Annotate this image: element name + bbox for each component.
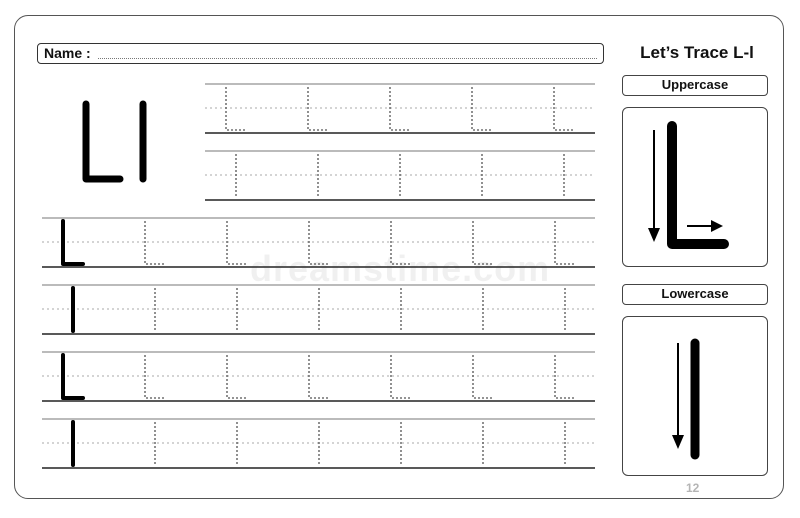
uppercase-label: Uppercase: [622, 75, 768, 96]
lowercase-stroke-guide: [622, 316, 768, 476]
dotted-uppercase-l: [390, 355, 411, 399]
tracing-rows: [42, 83, 595, 469]
name-field[interactable]: Name :: [37, 43, 604, 64]
dotted-uppercase-l: [472, 355, 493, 399]
name-label: Name :: [44, 45, 91, 61]
solid-uppercase-l: [61, 353, 85, 400]
name-dotted-line: [98, 58, 597, 59]
uppercase-l-guide-icon: [648, 121, 729, 249]
lowercase-l-guide-icon: [672, 338, 700, 460]
dotted-uppercase-l: [144, 221, 165, 265]
page-number: 12: [686, 481, 700, 495]
dotted-uppercase-l: [308, 355, 329, 399]
dotted-uppercase-l: [471, 87, 492, 131]
dotted-uppercase-l: [554, 355, 575, 399]
dotted-uppercase-l: [225, 87, 246, 131]
watermark: dreamstime.com: [250, 248, 551, 289]
dotted-uppercase-l: [472, 221, 493, 265]
lowercase-label: Lowercase: [622, 284, 768, 305]
model-uppercase-l: [82, 100, 124, 183]
model-letters: [82, 100, 147, 183]
dotted-uppercase-l: [226, 355, 247, 399]
solid-uppercase-l: [61, 219, 85, 266]
dotted-uppercase-l: [307, 87, 328, 131]
dotted-uppercase-l: [389, 87, 410, 131]
dotted-uppercase-l: [390, 221, 411, 265]
dotted-uppercase-l: [144, 355, 165, 399]
dotted-uppercase-l: [226, 221, 247, 265]
dotted-uppercase-l: [554, 221, 575, 265]
page-title: Let’s Trace L-l: [640, 43, 754, 62]
uppercase-stroke-guide: [622, 107, 768, 267]
dotted-uppercase-l: [308, 221, 329, 265]
worksheet-border: [14, 15, 784, 499]
dotted-uppercase-l: [553, 87, 574, 131]
